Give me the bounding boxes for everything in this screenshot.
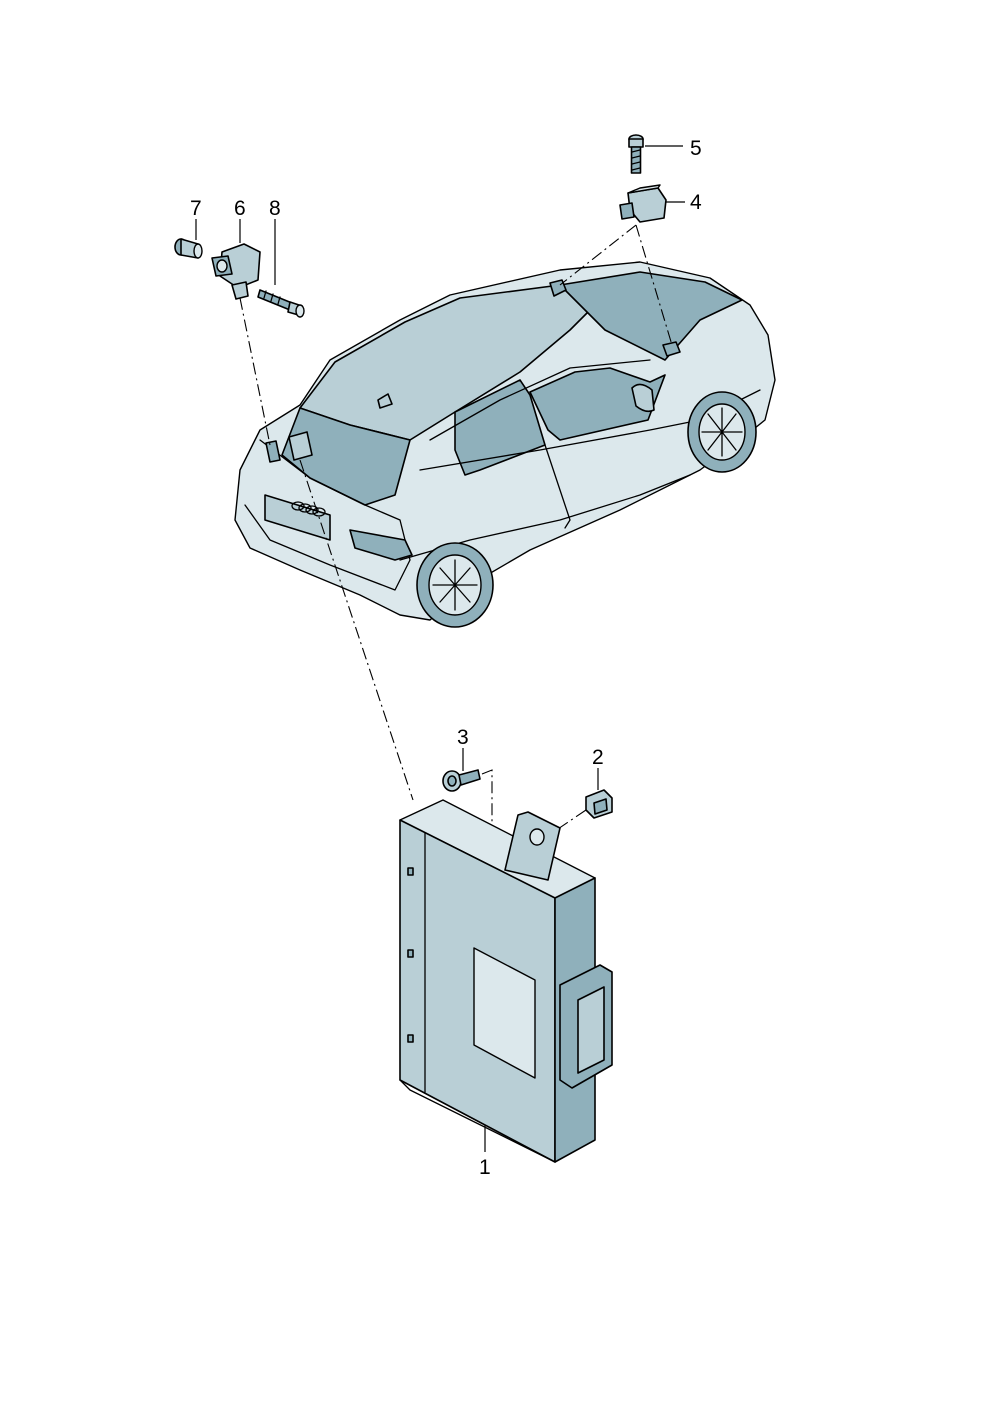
link-6-to-car bbox=[239, 297, 271, 446]
part-7-fitting bbox=[174, 238, 203, 259]
control-unit-bracket bbox=[504, 811, 561, 881]
sensor-on-car-windshield-right bbox=[662, 341, 681, 357]
car-roof-rail bbox=[429, 359, 651, 441]
link-4-to-car-right bbox=[635, 224, 673, 346]
callout-7: 7 bbox=[190, 197, 202, 220]
callout-1: 1 bbox=[479, 1156, 491, 1179]
callout-3: 3 bbox=[457, 726, 469, 749]
car-roof-antenna bbox=[377, 393, 393, 409]
car-license-plate-area bbox=[264, 494, 331, 541]
part-2-clip bbox=[585, 789, 613, 819]
callout-6: 6 bbox=[234, 197, 246, 220]
part-8-bolt bbox=[257, 289, 305, 318]
callout-2: 2 bbox=[592, 746, 604, 769]
control-unit-label bbox=[473, 947, 536, 1079]
part-6-sensor bbox=[211, 243, 261, 300]
car-illustration bbox=[234, 261, 776, 628]
car-logo-rings bbox=[291, 501, 326, 517]
part-4-sensor bbox=[619, 184, 667, 223]
car-tailgate bbox=[244, 439, 411, 591]
car-tail-light bbox=[349, 529, 413, 561]
car-door-seam bbox=[544, 444, 571, 529]
car-side-window-rear bbox=[454, 379, 546, 476]
car-mirror bbox=[631, 383, 655, 413]
callout-5: 5 bbox=[690, 137, 702, 160]
link-2-to-bracket bbox=[551, 809, 587, 834]
part-1-control-unit bbox=[399, 799, 613, 1163]
car-rear-wheel bbox=[416, 542, 494, 628]
rear-window-bracket bbox=[288, 431, 313, 461]
car-front-wheel bbox=[687, 391, 757, 473]
car-side-window-front bbox=[529, 367, 666, 441]
car-rear-window bbox=[281, 407, 411, 506]
sensor-on-car-rear bbox=[265, 440, 281, 463]
link-car-to-control-unit bbox=[299, 459, 414, 801]
callout-8: 8 bbox=[269, 197, 281, 220]
link-4-to-car-left bbox=[559, 224, 637, 286]
part-5-bolt bbox=[628, 134, 644, 174]
part-3-screw bbox=[442, 769, 481, 792]
callout-4: 4 bbox=[690, 191, 702, 214]
